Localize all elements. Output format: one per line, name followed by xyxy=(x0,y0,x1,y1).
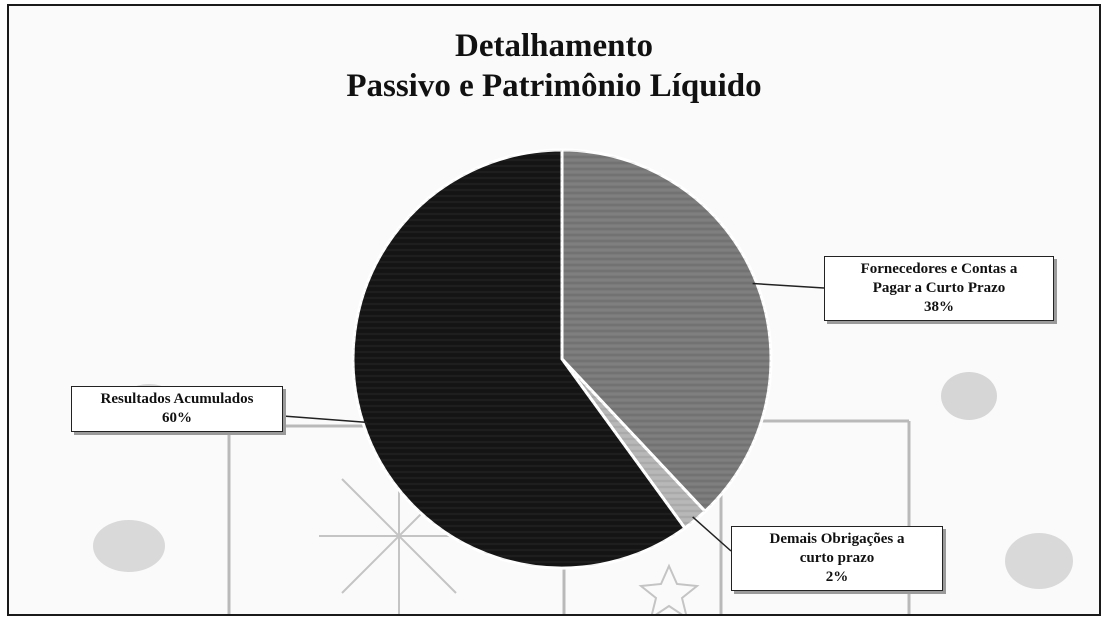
chart-title-line-1: Detalhamento xyxy=(455,28,653,64)
chart-title-line-2: Passivo e Patrimônio Líquido xyxy=(346,68,762,104)
data-label-1: Demais Obrigações a curto prazo 2% xyxy=(731,526,943,591)
data-label-2-line-0: Resultados Acumulados xyxy=(100,391,254,407)
pie-slice-texture-2 xyxy=(352,149,685,568)
data-label-1-line-1: curto prazo xyxy=(799,550,875,566)
pie-slice-texture-1 xyxy=(562,359,706,529)
data-label-1-value: 2% xyxy=(825,569,849,585)
data-label-0: Fornecedores e Contas a Pagar a Curto Pra… xyxy=(824,256,1054,321)
data-label-0-value: 38% xyxy=(924,299,954,315)
chart-frame: Detalhamento Passivo e Patrimônio Líquid… xyxy=(7,4,1101,616)
data-label-2: Resultados Acumulados 60% xyxy=(71,386,283,432)
leader-lines xyxy=(282,282,825,552)
pie-slices xyxy=(351,148,773,570)
data-label-0-line-1: Pagar a Curto Prazo xyxy=(872,280,1006,296)
data-label-2-value: 60% xyxy=(162,410,192,426)
leader-line-2 xyxy=(282,415,368,424)
leader-line-1 xyxy=(692,516,732,552)
chart-title: Detalhamento Passivo e Patrimônio Líquid… xyxy=(9,26,1099,106)
data-label-0-line-0: Fornecedores e Contas a xyxy=(860,261,1018,277)
leader-line-0 xyxy=(752,282,825,289)
pie-slice-texture-0 xyxy=(562,150,771,512)
data-label-1-line-0: Demais Obrigações a xyxy=(769,531,905,547)
